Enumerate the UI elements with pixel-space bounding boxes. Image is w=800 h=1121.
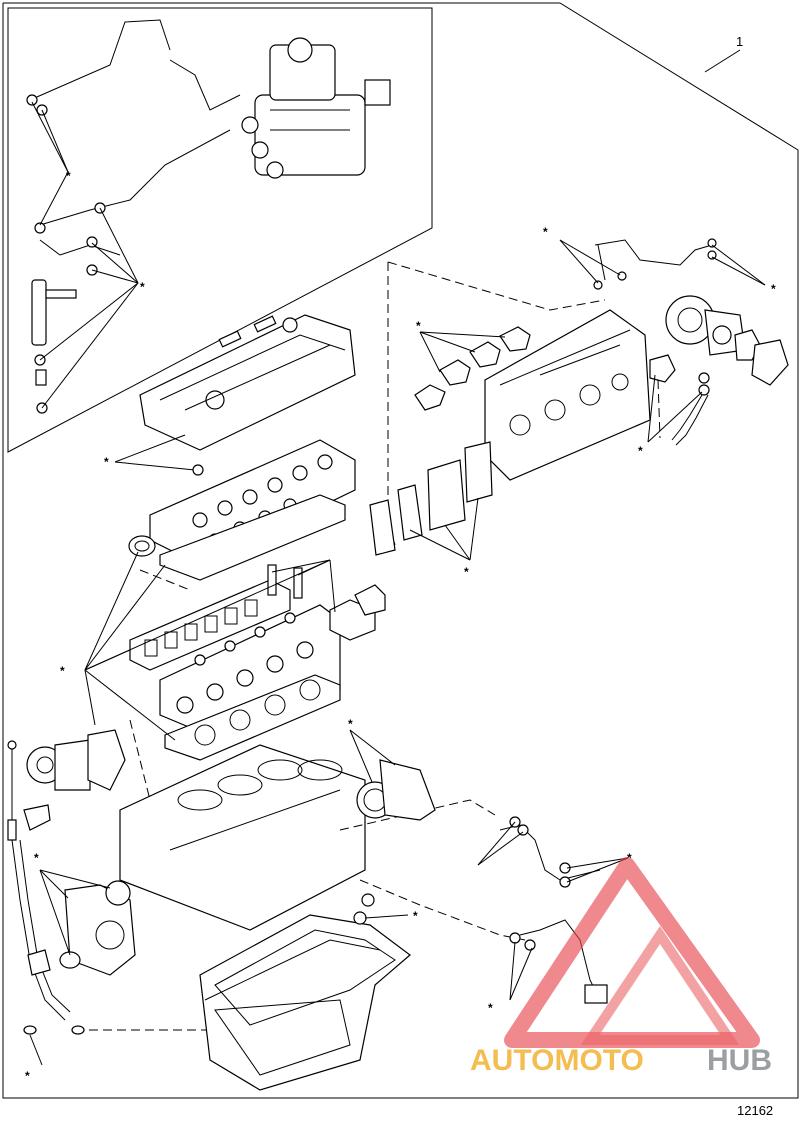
oring-front bbox=[59, 951, 81, 969]
cylinder-block bbox=[119, 744, 366, 931]
valve-cover bbox=[139, 314, 356, 451]
inset-leader-lines bbox=[31, 101, 139, 409]
figure-id: 12162 bbox=[737, 1103, 773, 1118]
callout-1: 1 bbox=[704, 34, 743, 73]
rear-seal-leaders bbox=[349, 729, 396, 783]
asterisk-turbo-return: * bbox=[638, 444, 643, 458]
head-gasket bbox=[164, 674, 341, 761]
asterisk-rear-seal: * bbox=[348, 717, 353, 731]
asterisk-oil-pan: * bbox=[413, 909, 418, 923]
dipstick-orings bbox=[23, 1025, 85, 1035]
water-pump bbox=[26, 739, 91, 791]
turbo-oil-feed-leaders bbox=[559, 239, 766, 286]
dipstick-leaders bbox=[29, 1034, 43, 1066]
sheet-frame bbox=[2, 2, 799, 1099]
asterisk-valve-cover: * bbox=[104, 455, 109, 469]
drain-plug-washer bbox=[353, 893, 375, 925]
cam-carrier-gasket bbox=[159, 494, 346, 581]
front-cover-gasket bbox=[105, 880, 131, 906]
asterisk-turbo-feed: * bbox=[543, 225, 548, 239]
asterisk-turbo-gaskets: * bbox=[771, 282, 776, 296]
oil-pan-gasket bbox=[204, 939, 381, 1001]
turbo-oil-return bbox=[671, 372, 710, 446]
exhaust-manifold-gaskets bbox=[414, 326, 531, 411]
main-leader-lines bbox=[84, 551, 336, 741]
asterisk-inset-1: * bbox=[66, 169, 71, 183]
fuel-injection-pump bbox=[241, 37, 391, 179]
oil-line-upper bbox=[499, 816, 601, 888]
rear-plate bbox=[379, 759, 436, 821]
fuel-lines bbox=[26, 19, 241, 414]
oil-line-upper-leaders bbox=[477, 821, 629, 883]
water-pump-gasket bbox=[87, 729, 126, 791]
oil-pan bbox=[199, 914, 411, 1091]
glow-plug-parts bbox=[267, 564, 303, 599]
asterisk-oil-line-lower: * bbox=[488, 1001, 493, 1015]
asterisk-dipstick: * bbox=[25, 1069, 30, 1083]
oil-pan-leaders bbox=[364, 914, 409, 919]
front-seal bbox=[128, 535, 156, 557]
callout-1-label: 1 bbox=[736, 34, 743, 49]
egr-leaders bbox=[409, 497, 479, 561]
watermark-text-hub: HUB bbox=[707, 1044, 772, 1077]
dipstick-bracket bbox=[27, 949, 51, 976]
asterisk-egr: * bbox=[464, 565, 469, 579]
asterisk-inset-2: * bbox=[140, 280, 145, 294]
inset-box-fuel-pump bbox=[7, 7, 433, 453]
turbo-outlet-elbow bbox=[751, 339, 789, 386]
oil-line-lower-leaders bbox=[509, 941, 533, 1001]
egr-cooler-block bbox=[427, 441, 493, 531]
watermark-text-automoto: AUTOMOTO bbox=[470, 1044, 644, 1077]
front-cover-leaders bbox=[39, 869, 111, 956]
turbo-return-leaders bbox=[647, 374, 703, 443]
thermostat-housing bbox=[329, 584, 386, 641]
watermark-logo: AUTOMOTO HUB bbox=[470, 857, 772, 1077]
turbo-oil-feed-line bbox=[593, 238, 717, 290]
exhaust-gasket-leaders bbox=[419, 331, 506, 373]
egr-gaskets bbox=[369, 484, 423, 556]
asterisk-exhaust-gaskets: * bbox=[416, 319, 421, 333]
asterisk-head: * bbox=[60, 664, 65, 678]
valve-cover-leaders bbox=[114, 434, 204, 476]
turbocharger bbox=[665, 295, 746, 356]
asterisk-front-cover: * bbox=[34, 851, 39, 865]
oil-line-lower bbox=[509, 919, 608, 1004]
